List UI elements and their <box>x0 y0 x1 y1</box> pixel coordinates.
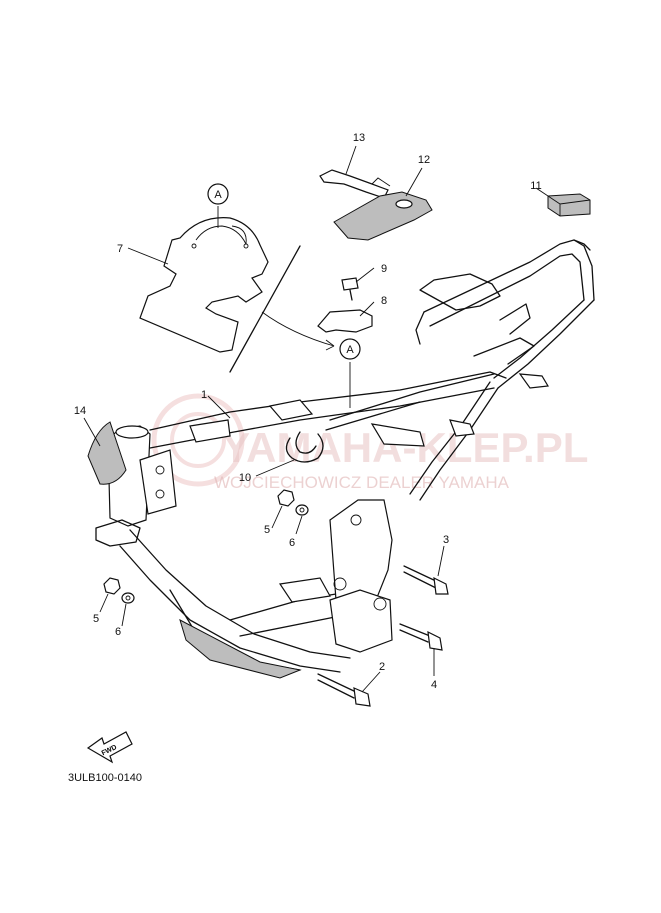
callout-6-lower: 6 <box>115 626 121 638</box>
callout-12: 12 <box>418 154 430 166</box>
part-14-pad <box>87 421 127 485</box>
part-12-cushion <box>333 191 433 241</box>
part-5-nut-lower <box>103 577 121 595</box>
inset-arrowhead <box>325 339 335 351</box>
callout-6-upper: 6 <box>289 537 295 549</box>
leader-lines <box>83 145 549 693</box>
watermark-logo-inner <box>170 412 226 468</box>
part-13-strap <box>319 169 391 199</box>
part-4-bolt <box>399 623 443 651</box>
part-1-main-frame <box>95 239 595 679</box>
callout-13: 13 <box>353 132 365 144</box>
diagram-code: 3ULB100-0140 <box>68 772 142 784</box>
callout-3: 3 <box>443 534 449 546</box>
part-3-bolt <box>403 565 449 595</box>
callout-4: 4 <box>431 679 437 691</box>
callout-9: 9 <box>381 263 387 275</box>
ref-mark-top: A <box>207 183 229 205</box>
callout-7: 7 <box>117 243 123 255</box>
callout-5-upper: 5 <box>264 524 270 536</box>
callout-1: 1 <box>201 389 207 401</box>
callout-10: 10 <box>239 472 251 484</box>
part-8-bracket <box>317 309 373 333</box>
inset-divider <box>229 245 301 373</box>
ref-mark-frame-label: A <box>346 344 354 356</box>
ref-mark-top-label: A <box>214 189 222 201</box>
part-9-screw <box>341 277 359 301</box>
callout-2: 2 <box>379 661 385 673</box>
part-2-bolt <box>317 673 371 707</box>
part-11-block <box>547 193 591 217</box>
part-7-cover-plate <box>139 217 269 353</box>
callout-8: 8 <box>381 295 387 307</box>
part-5-nut-upper <box>277 489 295 507</box>
watermark-logo-outer <box>151 393 245 487</box>
part-6-washer-lower <box>121 592 135 604</box>
callout-5-lower: 5 <box>93 613 99 625</box>
fwd-arrow-icon: FWD <box>86 731 133 764</box>
callout-11: 11 <box>530 180 541 192</box>
callout-14: 14 <box>74 405 86 417</box>
part-6-washer-upper <box>295 504 309 516</box>
ref-mark-frame: A <box>339 338 361 360</box>
watermark-subtitle: WOJCIECHOWICZ DEALER YAMAHA <box>214 473 510 492</box>
inset-leader-arrow <box>261 311 335 347</box>
